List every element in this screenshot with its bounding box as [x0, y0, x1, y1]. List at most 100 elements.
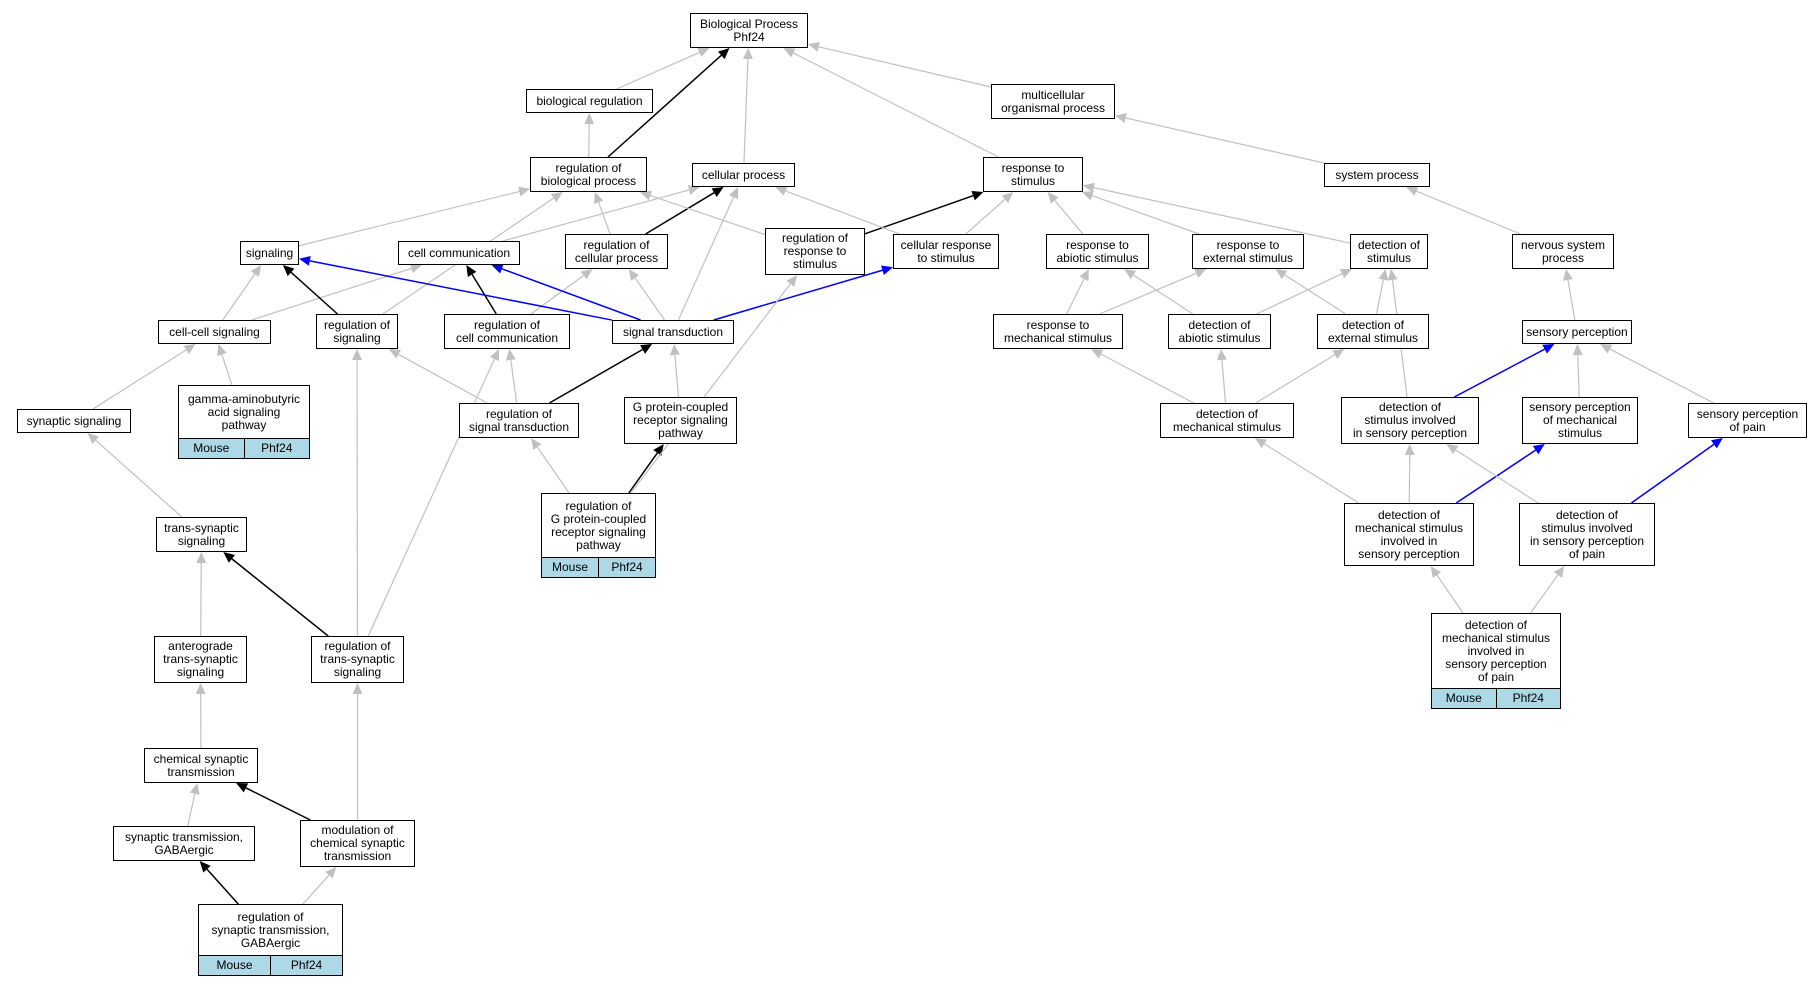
go-term-label-line: biological process: [540, 173, 637, 188]
go-term-label-line: trans-synaptic: [320, 652, 395, 666]
go-term-label-line: signaling: [245, 245, 294, 260]
go-term-label-line: detection of: [1188, 317, 1251, 332]
edge-line: [1263, 443, 1360, 504]
go-term-label: biological regulation: [527, 90, 652, 112]
edge-line: [645, 192, 715, 235]
go-term-label-line: detection of: [1357, 237, 1421, 252]
edge-line: [221, 354, 233, 386]
edge-line: [965, 198, 1006, 235]
go-term-label-line: cellular process: [574, 250, 659, 265]
edge-line: [309, 260, 613, 321]
edge-line: [510, 359, 518, 404]
go-term-node[interactable]: system process: [1324, 163, 1430, 187]
edge-arrowhead: [1572, 344, 1583, 356]
edge-arrowhead: [1332, 349, 1345, 359]
edge-line: [1436, 574, 1464, 614]
edge-arrowhead: [1430, 566, 1442, 578]
go-term-label-line: multicellular: [1021, 87, 1085, 102]
edge-line: [1256, 273, 1343, 315]
edge-line: [616, 51, 700, 90]
edge-line: [222, 273, 256, 321]
edge-arrowhead: [729, 187, 739, 200]
edge-line: [200, 562, 202, 637]
go-term-node[interactable]: cellular process: [692, 163, 795, 187]
go-term-label-line: chemical synaptic: [153, 751, 249, 766]
edge-arrowhead: [87, 433, 100, 445]
go-term-label-line: biological regulation: [536, 93, 643, 108]
go-term-node[interactable]: synaptic signaling: [17, 409, 131, 433]
go-term-label-line: G protein-coupled: [550, 511, 647, 526]
go-term-node[interactable]: synaptic transmission,GABAergic: [113, 826, 255, 861]
edge-arrowhead: [775, 186, 788, 196]
go-term-label-line: pathway: [576, 537, 621, 552]
go-term-label-line: transmission: [323, 849, 392, 863]
edge-arrowhead: [491, 264, 504, 274]
go-term-node[interactable]: signal transduction: [612, 320, 734, 344]
go-term-node[interactable]: biological regulation: [526, 89, 653, 113]
edge-arrowhead: [223, 552, 236, 563]
go-term-node[interactable]: cell communication: [398, 241, 520, 265]
edge-arrowhead: [711, 187, 724, 197]
edge-line: [864, 194, 974, 235]
go-term-node[interactable]: signaling: [240, 241, 299, 265]
go-term-label-line: pathway: [221, 417, 267, 432]
edge-arrowhead: [653, 444, 664, 456]
go-term-node[interactable]: sensory perception: [1522, 320, 1632, 344]
go-term-node[interactable]: cell-cell signaling: [158, 320, 271, 344]
annotation-gene: Phf24: [270, 956, 342, 975]
go-term-label-line: receptor signaling: [633, 413, 728, 427]
edge-arrowhead: [1216, 349, 1227, 361]
edge-arrowhead: [1001, 192, 1014, 204]
edge-arrowhead: [352, 683, 363, 694]
edge-arrowhead: [786, 275, 798, 287]
edge-arrowhead: [1563, 269, 1573, 281]
go-term-label-line: trans-synaptic: [163, 652, 238, 666]
edge-line: [1453, 348, 1545, 398]
go-term-label-line: signaling: [333, 330, 381, 345]
